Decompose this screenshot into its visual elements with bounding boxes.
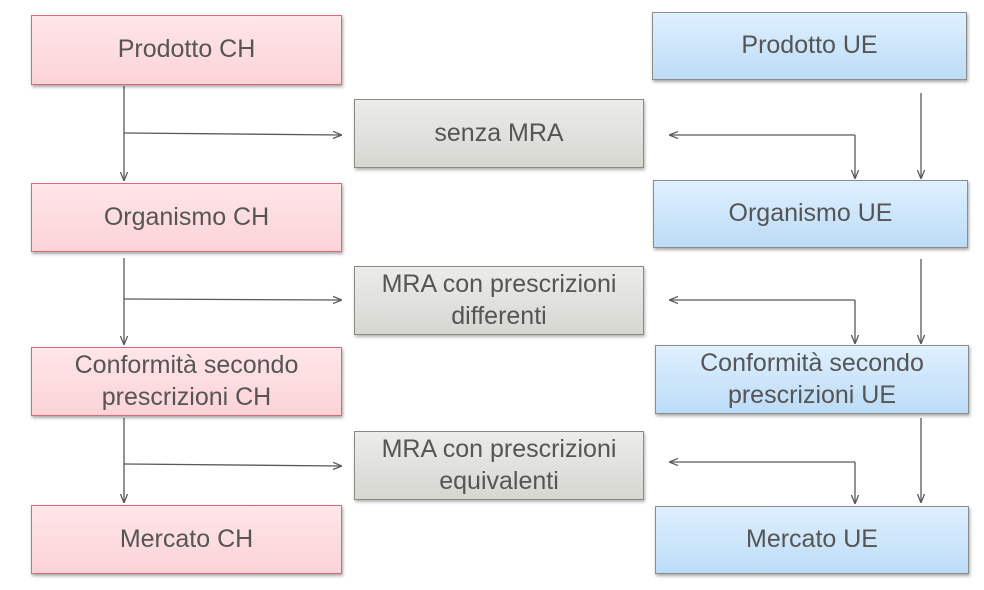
- ue-body-label: Organismo UE: [728, 199, 893, 228]
- ue-conformity-box: Conformità secondo prescrizioni UE: [655, 345, 969, 414]
- ue-market-box: Mercato UE: [655, 506, 969, 574]
- arrow-ch-to-mra-different: [123, 299, 341, 300]
- arrow-ch-to-no-mra: [123, 133, 341, 135]
- ch-market-label: Mercato CH: [119, 524, 254, 553]
- ue-body-box: Organismo UE: [653, 180, 968, 248]
- ch-product-box: Prodotto CH: [31, 15, 342, 85]
- ch-body-box: Organismo CH: [31, 183, 342, 252]
- ch-body-label: Organismo CH: [103, 202, 270, 231]
- mra-different-box: MRA con prescrizioni differenti: [354, 266, 644, 335]
- ch-product-label: Prodotto CH: [117, 35, 256, 64]
- no-mra-box: senza MRA: [354, 99, 644, 168]
- ch-market-box: Mercato CH: [31, 505, 342, 574]
- no-mra-label: senza MRA: [434, 118, 564, 147]
- mra-equivalent-label: MRA con prescrizioni equivalenti: [381, 435, 617, 495]
- ch-conformity-box: Conformità secondo prescrizioni CH: [31, 347, 342, 416]
- ue-product-box: Prodotto UE: [652, 12, 967, 80]
- ue-market-label: Mercato UE: [746, 525, 878, 554]
- mra-equivalent-box: MRA con prescrizioni equivalenti: [354, 431, 644, 500]
- ue-product-label: Prodotto UE: [741, 31, 878, 60]
- ch-conformity-label: Conformità secondo prescrizioni CH: [74, 351, 299, 411]
- ue-conformity-label: Conformità secondo prescrizioni UE: [700, 349, 924, 409]
- mra-different-label: MRA con prescrizioni differenti: [381, 270, 617, 330]
- arrow-ch-to-mra-equivalent: [123, 464, 341, 466]
